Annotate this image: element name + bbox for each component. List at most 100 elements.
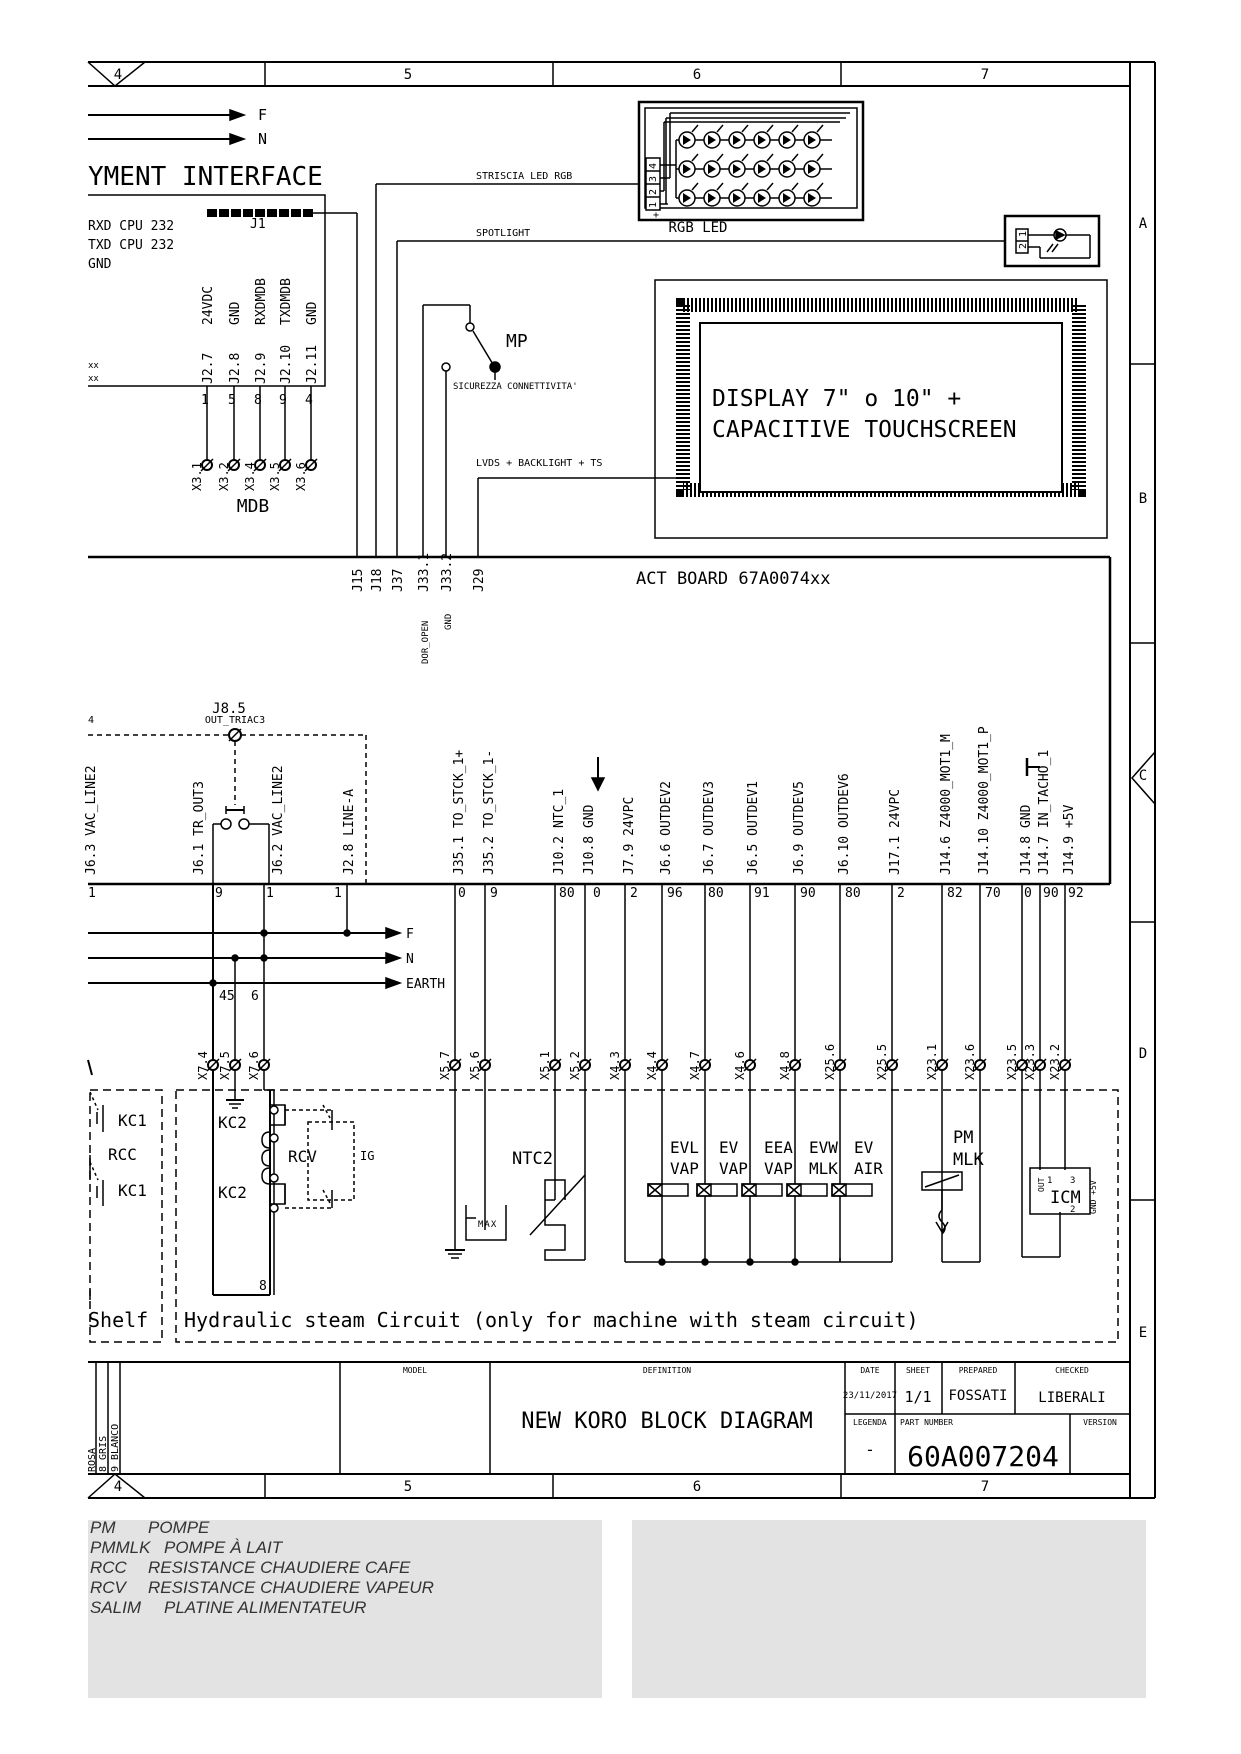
board-bottom-num: 9 xyxy=(490,886,498,901)
solenoid-valve-icon xyxy=(741,1183,757,1197)
terminal-symbol xyxy=(788,1058,802,1072)
solenoid-valve-icon xyxy=(831,1183,847,1197)
board-bottom-num: 1 xyxy=(334,886,342,901)
board-bottom-label: J10.2 NTC_1 xyxy=(552,789,567,875)
legend-row: SALIM PLATINE ALIMENTATEUR xyxy=(90,1598,602,1618)
board-bottom-num: 0 xyxy=(458,886,466,901)
terminal-symbol xyxy=(973,1058,987,1072)
legend-text: RESISTANCE CHAUDIERE CAFE xyxy=(148,1558,411,1577)
valve-label: MLK xyxy=(809,1159,838,1178)
arrow-label-f: F xyxy=(258,106,267,124)
board-top-pin: J29 xyxy=(472,569,487,592)
legend-abbr: SALIM xyxy=(90,1598,142,1617)
mp-label: MP xyxy=(506,331,528,352)
led-icon xyxy=(816,153,824,162)
icm-pin: OUT xyxy=(1037,1177,1046,1192)
rgb-label: RGB LED xyxy=(668,220,727,236)
icm-pin: 3 xyxy=(1070,1176,1075,1186)
led-icon xyxy=(741,153,749,162)
terminal-symbol xyxy=(1015,1058,1029,1072)
rgb-pin: 2 xyxy=(648,189,659,195)
board-bottom-num: 1 xyxy=(88,886,96,901)
mdb-pin-num: 8 xyxy=(254,393,262,408)
led-icon xyxy=(691,182,699,191)
tb-checked-header: CHECKED xyxy=(1055,1366,1089,1375)
board-bottom-label: J35.2 TO_STCK_1- xyxy=(482,750,497,875)
grid-row-label: C xyxy=(1139,768,1147,784)
mdb-x-term: X3.1 xyxy=(190,462,204,491)
led-icon xyxy=(758,135,766,145)
triac-label: J8.5 xyxy=(212,701,246,717)
x-terminal-label: X25.5 xyxy=(875,1044,889,1080)
grid-row-label: D xyxy=(1139,1046,1147,1062)
payment-signal: TXD CPU 232 xyxy=(88,238,174,253)
mdb-pin-id: J2.8 xyxy=(228,353,243,384)
board-bottom-num: 91 xyxy=(754,886,770,901)
max-label: MAX xyxy=(478,1220,497,1230)
kc1-label: KC1 xyxy=(118,1111,147,1130)
x-terminal-label: X7.6 xyxy=(247,1051,261,1080)
x-terminal-label: X4.4 xyxy=(645,1051,659,1080)
board-dor-open: DOR_OPEN xyxy=(421,621,431,664)
led-icon xyxy=(791,182,799,191)
board-bottom-num: 90 xyxy=(800,886,816,901)
x-terminal-label: X4.6 xyxy=(733,1051,747,1080)
led-icon xyxy=(733,164,741,174)
terminal-symbol xyxy=(1033,1058,1047,1072)
board-top-pin: J33.1 xyxy=(417,553,432,592)
kc1-label: KC1 xyxy=(118,1181,147,1200)
x-terminal-label: X23.5 xyxy=(1005,1044,1019,1080)
led-icon xyxy=(816,124,824,133)
tb-checked: LIBERALI xyxy=(1038,1390,1105,1406)
led-icon xyxy=(683,164,691,174)
led-icon xyxy=(708,193,716,203)
board-top-pin: J37 xyxy=(391,569,406,592)
tb-prepared: FOSSATI xyxy=(948,1388,1007,1404)
payment-signal: GND xyxy=(88,257,112,272)
display-wire-label: LVDS + BACKLIGHT + TS xyxy=(476,458,602,469)
solenoid-valve-icon xyxy=(696,1183,712,1197)
mdb-pin-num: 4 xyxy=(305,393,313,408)
legend-text: POMPE xyxy=(148,1518,210,1537)
board-bottom-label: J7.9 24VPC xyxy=(622,797,637,875)
mdb-pin-name: GND xyxy=(228,301,243,325)
mdb-label: MDB xyxy=(237,496,270,517)
mdb-pin-name: 24VDC xyxy=(201,286,216,325)
valve-label: VAP xyxy=(764,1159,793,1178)
tb-legenda: - xyxy=(865,1440,875,1459)
grid-row-label: A xyxy=(1139,216,1148,232)
board-bottom-num: 96 xyxy=(667,886,683,901)
x-terminal-label: X5.2 xyxy=(568,1051,582,1080)
rcc-label: RCC xyxy=(108,1145,137,1164)
board-bottom-label: J6.7 OUTDEV3 xyxy=(702,781,717,875)
board-gnd: GND xyxy=(444,614,454,630)
terminal-symbol xyxy=(578,1058,592,1072)
x-terminal-label: X5.6 xyxy=(468,1051,482,1080)
board-bottom-num: 80 xyxy=(559,886,575,901)
x-terminal-label: X4.3 xyxy=(608,1051,622,1080)
rgb-plus: + xyxy=(653,210,659,221)
mdb-x-term: X3.2 xyxy=(217,462,231,491)
board-top-pin: J15 xyxy=(351,569,366,592)
grid-col-label-bottom: 5 xyxy=(404,1479,412,1495)
board-title: ACT BOARD 67A0074xx xyxy=(636,569,830,589)
pm-mlk-label: MLK xyxy=(953,1150,984,1170)
led-icon xyxy=(808,135,816,145)
x-terminal-label: X23.6 xyxy=(963,1044,977,1080)
payment-title: YMENT INTERFACE xyxy=(88,162,323,192)
board-top-pin: J18 xyxy=(370,569,385,592)
tb-date: 23/11/2017 xyxy=(843,1391,897,1401)
board-bottom-label: J14.8 GND xyxy=(1019,804,1034,875)
legend-text: PLATINE ALIMENTATEUR xyxy=(164,1598,367,1617)
board-bottom-label: J2.8 LINE-A xyxy=(342,789,357,875)
terminal-symbol xyxy=(548,1058,562,1072)
board-bottom-label: J10.8 GND xyxy=(582,804,597,875)
board-bottom-num: 70 xyxy=(985,886,1001,901)
valve-label: AIR xyxy=(854,1159,883,1178)
wire-num: 6 xyxy=(251,989,259,1004)
led-icon xyxy=(766,182,774,191)
spotlight-pin: 1 xyxy=(1018,231,1029,237)
led-icon xyxy=(733,193,741,203)
